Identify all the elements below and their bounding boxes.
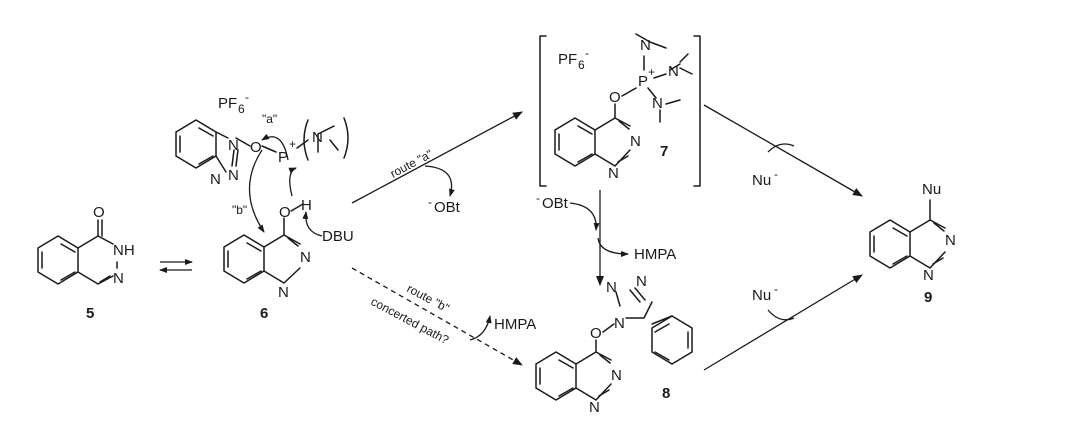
atom-n-bt2: N bbox=[228, 167, 239, 184]
compound-5-label: 5 bbox=[86, 305, 94, 322]
dbu-label: DBU bbox=[322, 228, 354, 245]
hmpa-release-arrow bbox=[597, 237, 629, 257]
atom-p-bop: P bbox=[278, 149, 288, 166]
atom-n: N bbox=[113, 270, 124, 287]
atom-n-6a: N bbox=[300, 249, 311, 266]
route-b-arrow bbox=[351, 267, 523, 366]
pf6-sub-2: 6 bbox=[578, 58, 585, 72]
compound-8-label: 8 bbox=[662, 385, 670, 402]
hmpa-label-1: HMPA bbox=[634, 246, 676, 263]
nu-label-2: Nu bbox=[752, 287, 771, 304]
label-a-quote: "a" bbox=[262, 112, 277, 126]
atom-o-6: O bbox=[279, 204, 291, 221]
nu-label-1: Nu bbox=[752, 172, 771, 189]
atom-n-bt1: N bbox=[228, 137, 239, 154]
atom-nh: NH bbox=[113, 242, 135, 259]
compound-6-label: 6 bbox=[260, 305, 268, 322]
atom-o-7: O bbox=[609, 89, 621, 106]
obt-leaving-arrow bbox=[424, 165, 455, 197]
nu-attack-curve-2 bbox=[767, 309, 795, 321]
atom-o-8: O bbox=[590, 325, 602, 342]
atom-n-7a: N bbox=[640, 37, 651, 54]
atom-n-9a: N bbox=[945, 232, 956, 249]
atom-n-8e: N bbox=[589, 399, 600, 416]
obt-label-1: OBt bbox=[434, 199, 461, 216]
atom-n-9b: N bbox=[923, 267, 934, 284]
arrow-7-to-9 bbox=[703, 104, 863, 197]
obt-label-2: OBt bbox=[542, 195, 569, 212]
p7-charge-plus: + bbox=[648, 65, 655, 79]
equilibrium-arrows bbox=[159, 259, 193, 273]
nu-minus-1: - bbox=[774, 167, 778, 181]
route-a-label: route "a" bbox=[388, 147, 435, 181]
compound-7-structure: O P + N N N N N bbox=[554, 33, 693, 182]
obt-minus-1: - bbox=[428, 195, 432, 209]
hmpa-label-2: HMPA bbox=[494, 316, 536, 333]
pf6-charge-2: - bbox=[585, 46, 589, 60]
atom-n-7d: N bbox=[630, 133, 641, 150]
atom-o: O bbox=[93, 204, 105, 221]
atom-n-nme2: N bbox=[312, 129, 323, 146]
compound-9-structure: Nu N N bbox=[869, 181, 956, 284]
compound-9-label: 9 bbox=[924, 289, 932, 306]
atom-n-6b: N bbox=[278, 284, 289, 301]
obt-minus-2: - bbox=[536, 191, 540, 205]
label-b-quote: "b" bbox=[232, 203, 247, 217]
atom-n-7c: N bbox=[652, 95, 663, 112]
hmpa-release-arrow-b bbox=[469, 315, 492, 341]
compound-7-bracket bbox=[539, 35, 701, 187]
p-charge-plus: + bbox=[289, 137, 296, 151]
atom-n-8d: N bbox=[611, 367, 622, 384]
atom-p-7: P bbox=[638, 73, 648, 90]
bop-reagent-structure: N N N O P + N bbox=[175, 117, 349, 188]
arrow-8-to-9 bbox=[703, 274, 863, 371]
atom-n-8c: N bbox=[636, 273, 647, 290]
nu-attack-curve-1 bbox=[767, 143, 795, 153]
atom-n-8a: N bbox=[614, 315, 625, 332]
nu-minus-2: - bbox=[774, 282, 778, 296]
atom-o-bop: O bbox=[250, 139, 262, 156]
compound-5-structure: O NH N bbox=[37, 204, 135, 287]
atom-h-6: H bbox=[301, 197, 312, 214]
compound-8-structure: O N N N N N bbox=[535, 273, 693, 416]
atom-n-8b: N bbox=[606, 279, 617, 296]
pf6-label-1: PF bbox=[218, 95, 237, 112]
route-b-label: route "b" bbox=[405, 281, 452, 315]
pf6-label-2: PF bbox=[558, 51, 577, 68]
route-a-arrow bbox=[351, 111, 523, 204]
electron-push-arrows bbox=[248, 133, 323, 237]
nu-substituent-9: Nu bbox=[922, 181, 941, 198]
pf6-sub-1: 6 bbox=[238, 102, 245, 116]
atom-n-7b: N bbox=[668, 63, 679, 80]
atom-n-bt3: N bbox=[210, 171, 221, 188]
pf6-charge-1: - bbox=[245, 90, 249, 104]
obt-attack-arrow bbox=[569, 202, 600, 231]
compound-6-structure: O H N N bbox=[223, 197, 312, 301]
atom-n-7e: N bbox=[608, 165, 619, 182]
compound-7-label: 7 bbox=[660, 143, 668, 160]
